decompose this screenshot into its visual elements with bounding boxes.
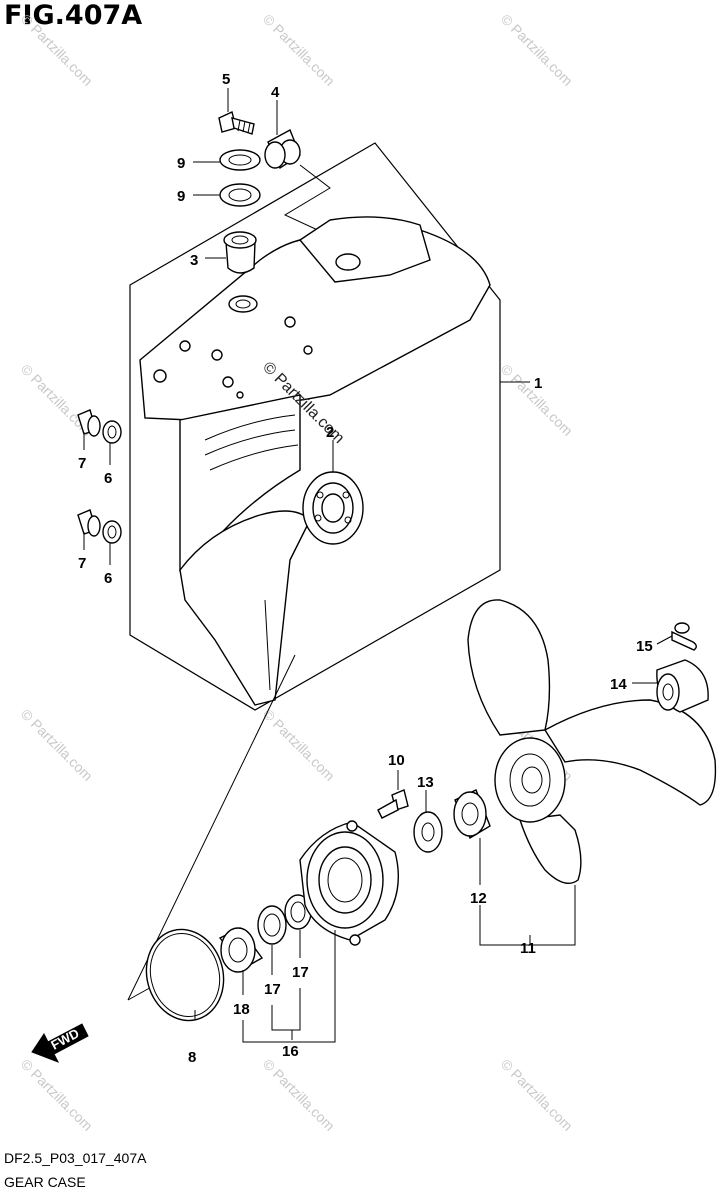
callout-4: 4 [271, 84, 280, 101]
watermark: © Partzilla.com [260, 1056, 338, 1134]
o-ring-part-8 [145, 928, 225, 1022]
callout-9: 9 [177, 155, 185, 172]
watermark: © Partzilla.com [260, 706, 338, 784]
callout-9: 9 [177, 188, 185, 205]
callout-8: 8 [188, 1049, 196, 1066]
watermark: © Partzilla.com [260, 11, 338, 89]
bolt-part-5 [218, 111, 255, 135]
seal-part-17-a [257, 905, 287, 945]
plug-part-7-upper [77, 409, 101, 437]
callout-3: 3 [190, 252, 198, 269]
gear-case-frame [129, 142, 501, 711]
propeller-part-11 [467, 599, 717, 884]
shaft-housing-part-16 [299, 820, 400, 946]
callout-11: 11 [520, 940, 536, 957]
washer-part-13 [413, 811, 443, 853]
fwd-arrow-icon: FWD [31, 1023, 89, 1063]
callout-5: 5 [222, 71, 230, 88]
bushing-part-12 [453, 789, 491, 840]
figure-code: DF2.5_P03_017_407A [4, 1150, 147, 1166]
seal-part-9-lower [219, 183, 261, 207]
callout-6: 6 [104, 470, 112, 487]
frame-notch [283, 164, 336, 239]
callout-17: 17 [292, 964, 309, 981]
callout-7: 7 [78, 455, 86, 472]
watermark: © Partzilla.com [498, 361, 576, 439]
callout-18: 18 [233, 1001, 250, 1018]
watermark: © Partzilla.com [18, 706, 96, 784]
callout-10: 10 [388, 752, 405, 769]
gear-case-housing [139, 216, 491, 706]
cap-part-4 [264, 129, 301, 170]
callout-12: 12 [470, 890, 487, 907]
o-ring-part-8-inner [149, 932, 221, 1018]
bushing-part-3 [223, 231, 257, 274]
callout-2: 2 [326, 424, 334, 441]
watermark: © Partzilla.com [498, 11, 576, 89]
callout-7: 7 [78, 555, 86, 572]
bolt-part-10 [377, 789, 409, 819]
watermark: © Partzilla.com [18, 1056, 96, 1134]
callout-15: 15 [636, 638, 653, 655]
gasket-part-6-lower [102, 520, 122, 544]
callout-6: 6 [104, 570, 112, 587]
callout-13: 13 [417, 774, 434, 791]
cotter-pin-part-15 [671, 622, 697, 651]
figure-name: GEAR CASE [4, 1174, 86, 1190]
figure-title: FIG.407A [4, 0, 143, 31]
watermark: © Partzilla.com [18, 11, 96, 89]
leader-lines [83, 88, 673, 1043]
watermark: © Partzilla.com [498, 1056, 576, 1134]
bearing-part-2 [302, 471, 364, 545]
callout-16: 16 [282, 1043, 299, 1060]
nut-part-14 [656, 659, 709, 713]
callout-1: 1 [534, 375, 542, 392]
callout-17: 17 [264, 981, 281, 998]
seal-part-9-upper [219, 149, 261, 171]
callout-14: 14 [610, 676, 627, 693]
gasket-part-6-upper [102, 420, 122, 444]
bearing-part-18 [218, 927, 264, 973]
plug-part-7-lower [77, 509, 101, 537]
